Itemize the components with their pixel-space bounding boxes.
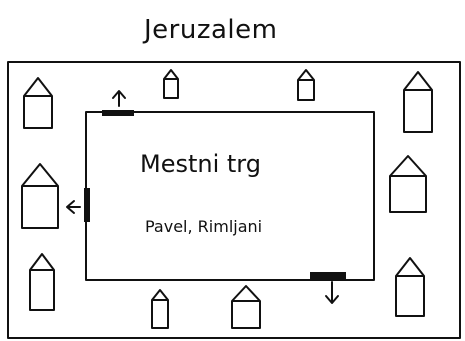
houses-group <box>21 69 433 329</box>
house-icon <box>23 77 53 129</box>
house-icon <box>297 69 315 101</box>
house-icon <box>395 257 425 317</box>
house-icon <box>389 155 427 213</box>
square-people-label: Pavel, Rimljani <box>145 217 262 236</box>
exit-bottom-door <box>310 272 346 279</box>
arrow-up-icon <box>112 90 126 107</box>
house-icon <box>21 163 59 229</box>
house-icon <box>29 253 55 311</box>
town-square <box>85 111 375 281</box>
exit-top[interactable] <box>102 90 134 116</box>
map-title: Jeruzalem <box>142 15 277 45</box>
square-name-label: Mestni trg <box>140 150 261 178</box>
house-icon <box>163 69 179 99</box>
house-icon <box>231 285 261 329</box>
exit-left-door <box>84 188 90 222</box>
exit-bottom[interactable] <box>310 272 346 304</box>
arrow-down-icon <box>325 281 339 304</box>
city-boundary <box>7 61 461 339</box>
arrow-left-icon <box>66 200 81 214</box>
house-icon <box>403 71 433 133</box>
exit-top-door <box>102 110 134 116</box>
exit-left[interactable] <box>66 188 90 222</box>
house-icon <box>151 289 169 329</box>
